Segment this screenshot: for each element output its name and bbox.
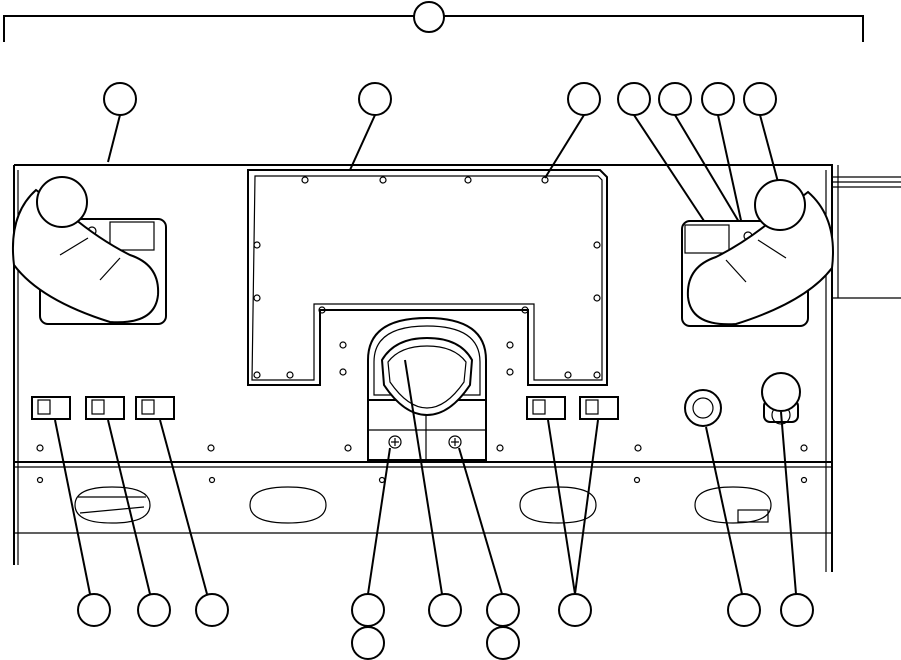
callout-circle — [617, 82, 651, 116]
panel-screws — [36, 444, 808, 452]
right-switches — [526, 396, 619, 420]
left-switches — [31, 396, 175, 420]
callout-circle — [486, 593, 520, 627]
callout-circle — [77, 593, 111, 627]
callout-circle — [558, 593, 592, 627]
callout-circle — [743, 82, 777, 116]
callout-circle — [658, 82, 692, 116]
center-dial — [367, 316, 487, 461]
callout-circle — [103, 82, 137, 116]
leader-lines-top — [107, 114, 779, 233]
lower-slots — [36, 476, 808, 524]
callout-circle — [780, 593, 814, 627]
callout-circle — [137, 593, 171, 627]
callout-circle — [351, 626, 385, 660]
indicator-light — [684, 389, 722, 427]
callout-circles — [77, 1, 814, 660]
leader-lines-bottom — [54, 359, 797, 595]
callout-circle — [428, 593, 462, 627]
left-joystick — [11, 176, 167, 325]
callout-circle — [567, 82, 601, 116]
callout-circle — [351, 593, 385, 627]
callout-circle — [727, 593, 761, 627]
callout-circle — [195, 593, 229, 627]
emergency-stop-button — [761, 372, 801, 425]
callout-circle — [701, 82, 735, 116]
right-joystick — [681, 179, 834, 327]
callout-circle — [486, 626, 520, 660]
callout-circle — [358, 82, 392, 116]
callout-circle — [413, 1, 445, 33]
center-cover-plate — [247, 169, 608, 386]
